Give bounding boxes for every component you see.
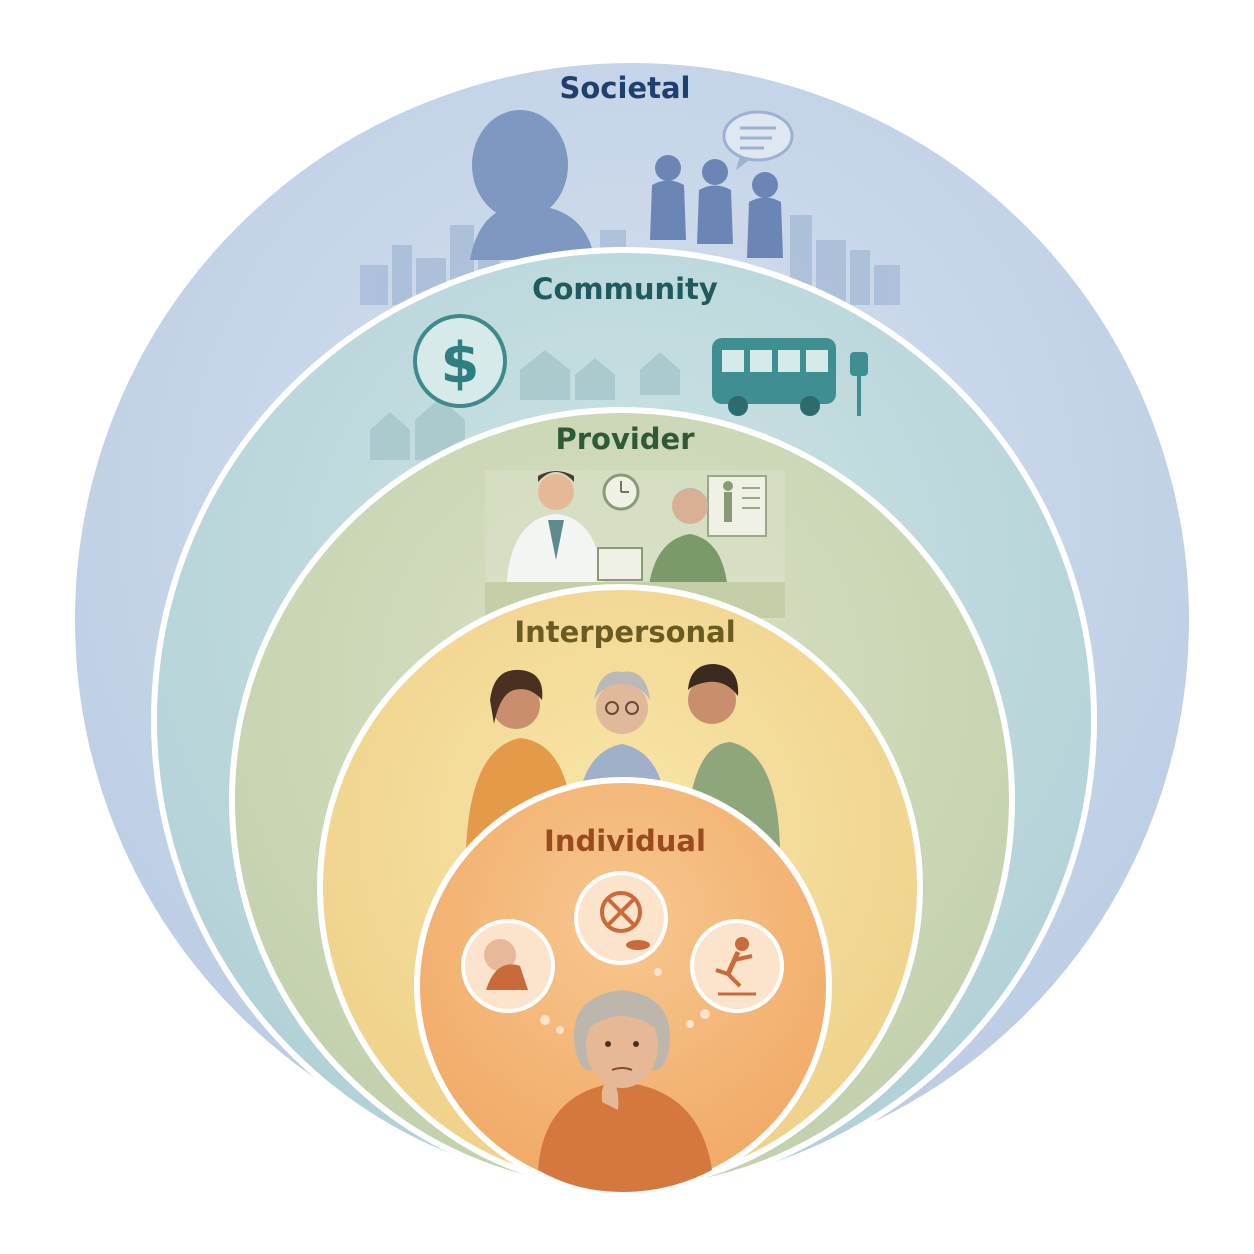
- concerned-elderly-woman-icon: [538, 990, 712, 1192]
- thought-dot: [556, 1026, 564, 1034]
- level-individual: Individual: [414, 777, 832, 1195]
- thought-dot: [700, 1009, 710, 1019]
- svg-text:$: $: [441, 331, 480, 396]
- dollar-coin-icon: $: [413, 314, 507, 408]
- community-label: Community: [532, 272, 718, 306]
- thought-dot: [540, 1015, 550, 1025]
- individual-circle: [414, 777, 832, 1195]
- group-of-people-icon: [650, 155, 783, 258]
- head-in-hand-icon: [461, 919, 555, 1013]
- anatomy-chart-icon: [707, 475, 767, 537]
- prohibited-icon: [574, 871, 668, 965]
- older-patient-icon: [648, 488, 728, 592]
- houses-skyline-icon: [370, 350, 680, 460]
- thought-dot: [686, 1020, 694, 1028]
- clock-icon: [602, 473, 640, 511]
- bus-stop-sign-icon: [850, 352, 868, 416]
- laptop-icon: [597, 547, 643, 581]
- thought-dot: [654, 968, 662, 976]
- provider-label: Provider: [555, 422, 695, 456]
- bus-icon: [712, 338, 836, 416]
- speech-bubble-icon: [722, 110, 794, 170]
- societal-label: Societal: [560, 71, 691, 105]
- interpersonal-label: Interpersonal: [514, 615, 735, 649]
- individual-label: Individual: [544, 824, 706, 858]
- elderly-person-silhouette-icon: [470, 110, 595, 260]
- doctor-icon: [506, 471, 604, 590]
- falling-person-icon: [690, 919, 784, 1013]
